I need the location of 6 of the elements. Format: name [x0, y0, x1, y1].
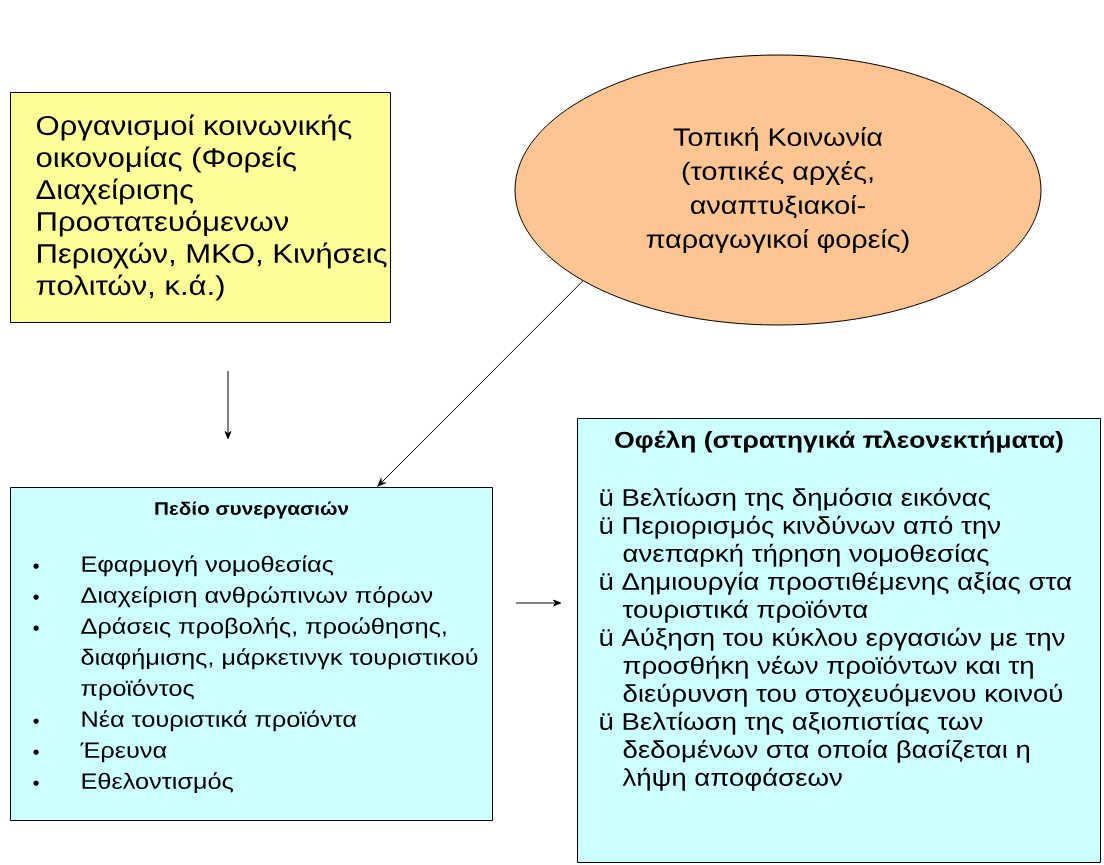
list-box: Οφέλη (στρατηγικά πλεονεκτήματα) ü Βελτίωση της δημόσια εικόνας ü Περιορισμός κινδύνων από την ανεπαρκή τήρηση νομοθεσίας ü Δημιουργία προστιθέμενης αξίας στα τουριστικά προϊόντα ü Αύξηση του κύκλου εργασιών με την προσθήκη νέων προϊόντων και τη διεύρυνση του στοχευόμενου κοινού ü Βελτίωση της αξιοπιστίας των δεδομένων στα οποία βασίζεται η λήψη αποφάσεων — [577, 418, 1101, 863]
text-box: Οργανισμοί κοινωνικής οικονομίας (Φορείς Διαχείρισης Προστατευόμενων Περιοχών, ΜΚΟ, Κινήσεις πολιτών, κ.ά.) — [10, 92, 391, 323]
arrow — [515, 599, 562, 607]
arrow — [224, 370, 232, 440]
arrow — [377, 280, 584, 487]
list-box: Πεδίο συνεργασιών Εφαρμογή νομοθεσίας Διαχείριση ανθρώπινων πόρων Δράσεις προβολής, προώθησης, διαφήμισης, μάρκετινγκ τουριστικού προϊόντος Νέα τουριστικά προϊόντα Έρευνα Εθελοντισμός — [10, 487, 493, 821]
